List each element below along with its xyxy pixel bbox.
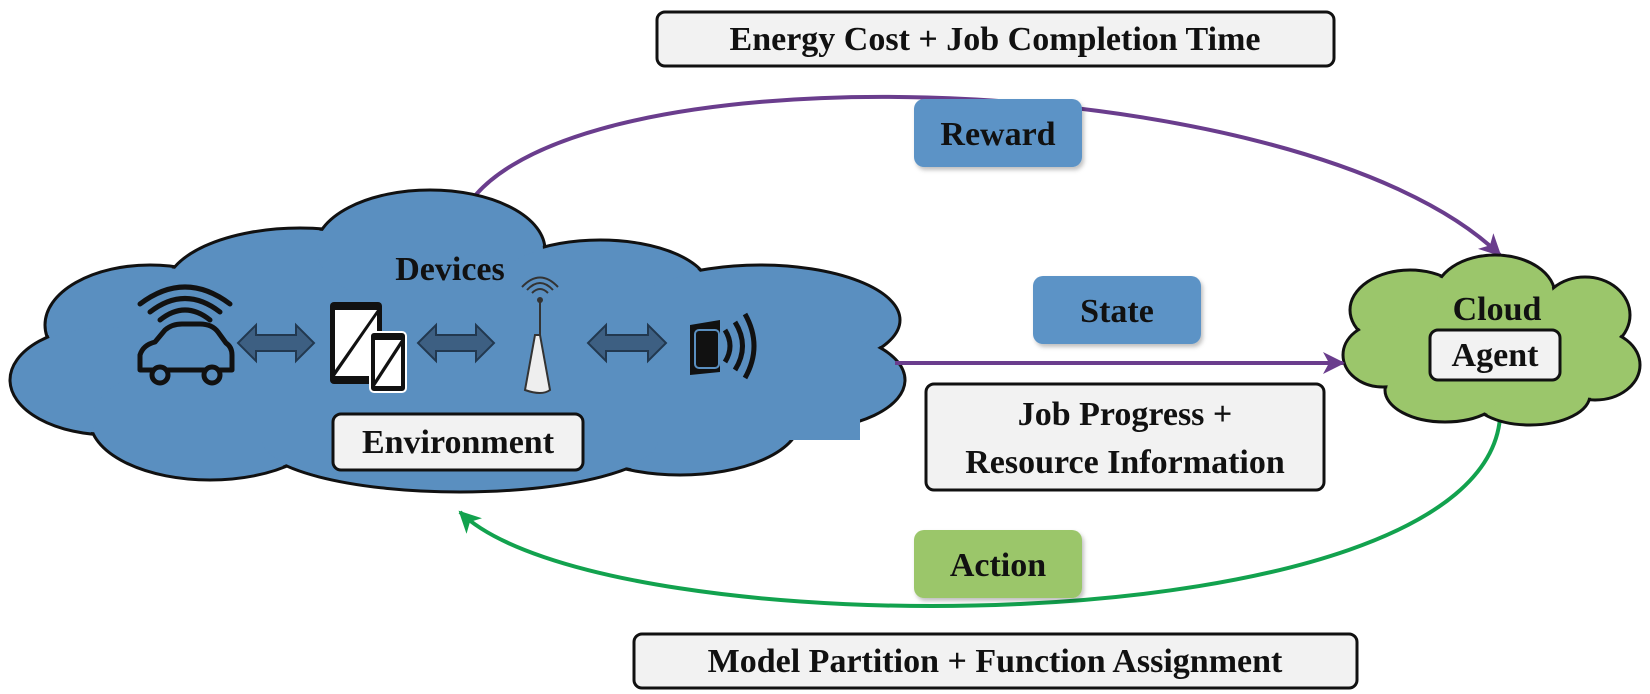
reward-badge — [914, 99, 1082, 167]
state-info-box — [924, 382, 1326, 492]
smartwatch-icon — [690, 312, 757, 380]
action-arrow — [458, 417, 1502, 609]
state-info-line2: Resource Information — [965, 444, 1285, 481]
action-label: Model Partition + Function Assignment — [708, 643, 1283, 680]
environment-label: Environment — [362, 424, 555, 461]
antenna-icon — [521, 276, 559, 394]
state-info-line1: Job Progress + — [1018, 396, 1233, 433]
device-link-arrow — [416, 322, 496, 364]
environment-label-box — [331, 412, 585, 472]
agent-label-box — [1428, 328, 1562, 382]
reward-badge-label: Reward — [940, 116, 1055, 153]
action-badge — [914, 530, 1082, 598]
tablet-phone-icon — [330, 302, 407, 393]
cloud-title: Cloud — [1453, 291, 1542, 328]
car-icon — [137, 284, 235, 386]
state-badge — [1033, 276, 1201, 344]
state-badge-label: State — [1080, 293, 1154, 330]
agent-label: Agent — [1452, 337, 1540, 374]
reward-arrow — [456, 94, 1502, 257]
reward-label-box — [655, 10, 1336, 68]
action-badge-label: Action — [950, 547, 1046, 584]
reward-label: Energy Cost + Job Completion Time — [730, 21, 1261, 58]
device-link-arrow — [586, 322, 668, 364]
devices-title: Devices — [395, 251, 505, 288]
device-link-arrow — [236, 322, 316, 364]
action-label-box — [632, 632, 1359, 690]
